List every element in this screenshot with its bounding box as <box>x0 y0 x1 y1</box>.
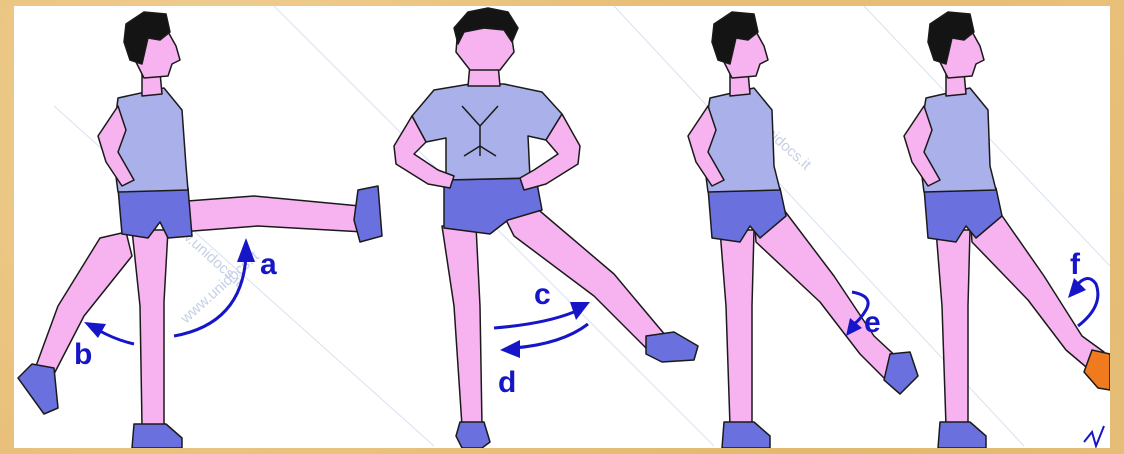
figure-backward-swing-1 <box>688 12 918 448</box>
figure-backward-swing-2 <box>904 12 1110 448</box>
back-shoe <box>884 352 918 394</box>
figure-lateral-swing <box>394 8 698 448</box>
raised-shoe <box>354 186 382 242</box>
label-a: a <box>260 248 277 281</box>
figure-forward-swing <box>18 12 382 448</box>
exercise-diagram-panel: www.unidocs.it www.unidocs.it www.unidoc… <box>14 6 1110 448</box>
standing-leg <box>720 230 754 426</box>
standing-leg <box>132 230 168 426</box>
label-c: c <box>534 278 551 311</box>
raised-shoe <box>646 332 698 362</box>
standing-shoe <box>132 424 182 448</box>
back-shoe <box>18 364 58 414</box>
arrow-c <box>494 312 574 328</box>
standing-shoe <box>938 422 986 448</box>
arrowhead-b <box>84 322 106 338</box>
label-b: b <box>74 338 92 371</box>
label-e: e <box>864 306 881 339</box>
standing-leg <box>442 226 482 426</box>
raised-leg <box>174 196 364 232</box>
arrowhead-d <box>500 340 520 358</box>
arrowhead-c <box>570 302 590 320</box>
arrow-d <box>514 324 588 348</box>
standing-shoe <box>722 422 770 448</box>
standing-leg <box>936 230 970 426</box>
label-d: d <box>498 366 516 399</box>
raised-leg <box>504 206 666 352</box>
corner-mark-icon <box>1084 426 1104 446</box>
back-leg <box>970 210 1104 372</box>
standing-shoe <box>456 422 490 448</box>
label-f: f <box>1070 248 1081 281</box>
exercise-diagram: www.unidocs.it www.unidocs.it www.unidoc… <box>14 6 1110 448</box>
arrow-b <box>98 330 134 344</box>
